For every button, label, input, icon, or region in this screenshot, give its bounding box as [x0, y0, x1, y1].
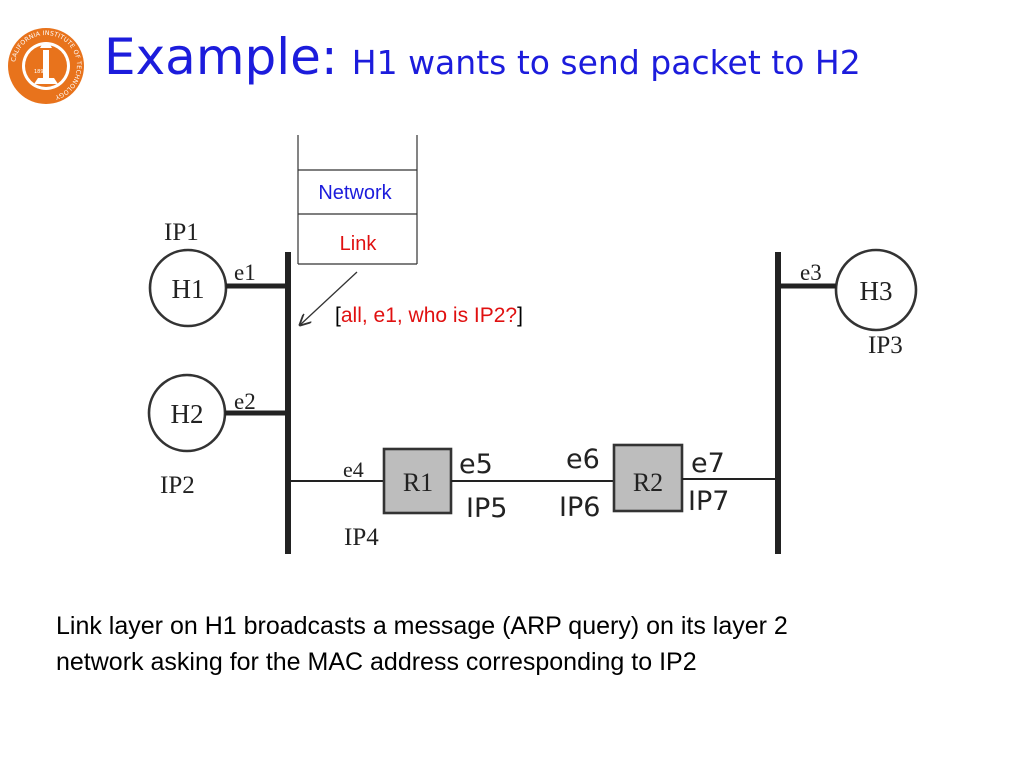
arp-bracket-open: [	[335, 304, 341, 327]
arp-bracket-close: ]	[517, 304, 523, 327]
h2-iface-label: e2	[234, 389, 256, 414]
slide-caption: Link layer on H1 broadcasts a message (A…	[56, 608, 996, 680]
caption-line-2: network asking for the MAC address corre…	[56, 648, 697, 676]
network-layer-label: Network	[318, 182, 392, 204]
host-h1: H1 IP1 e1	[148, 219, 288, 328]
arp-arrow	[300, 271, 358, 325]
h3-iface-label: e3	[800, 260, 822, 285]
link-layer-label: Link	[340, 233, 378, 255]
router-r2: R2 e6 IP6 e7 IP7	[559, 443, 778, 523]
h3-label: H3	[860, 276, 893, 306]
h1-ip-label: IP1	[164, 219, 199, 246]
title-subtitle: H1 wants to send packet to H2	[351, 43, 861, 82]
r2-right-ip-label: IP7	[688, 486, 729, 517]
router-r1: R1 e4 IP4 e5 IP5	[288, 447, 507, 551]
slide-title: Example: H1 wants to send packet to H2	[104, 28, 861, 86]
r1-right-ip-label: IP5	[466, 493, 507, 524]
caption-line-1: Link layer on H1 broadcasts a message (A…	[56, 612, 788, 640]
arp-message: [all, e1, who is IP2?]	[335, 304, 523, 327]
r2-left-iface-label: e6	[566, 444, 600, 475]
h1-iface-label: e1	[234, 260, 256, 285]
protocol-stack: Network Link	[297, 135, 418, 265]
seal-year: 1891	[34, 69, 47, 75]
r1-left-ip-label: IP4	[344, 524, 379, 551]
host-h3: H3 IP3 e3	[778, 248, 918, 359]
h2-label: H2	[171, 399, 204, 429]
host-h2: H2 IP2 e2	[147, 373, 288, 499]
h1-label: H1	[172, 274, 205, 304]
r1-left-iface-label: e4	[343, 457, 364, 482]
r1-right-iface-label: e5	[459, 449, 493, 480]
h3-ip-label: IP3	[868, 332, 903, 359]
caltech-seal-logo: CALIFORNIA INSTITUTE OF TECHNOLOGY 1891	[8, 28, 84, 104]
arp-query-text: all, e1, who is IP2?	[341, 304, 517, 327]
r2-left-ip-label: IP6	[559, 492, 600, 523]
r2-label: R2	[633, 468, 663, 497]
r2-right-iface-label: e7	[691, 448, 725, 479]
h2-ip-label: IP2	[160, 472, 195, 499]
title-main: Example:	[104, 28, 338, 86]
r1-label: R1	[403, 468, 433, 497]
